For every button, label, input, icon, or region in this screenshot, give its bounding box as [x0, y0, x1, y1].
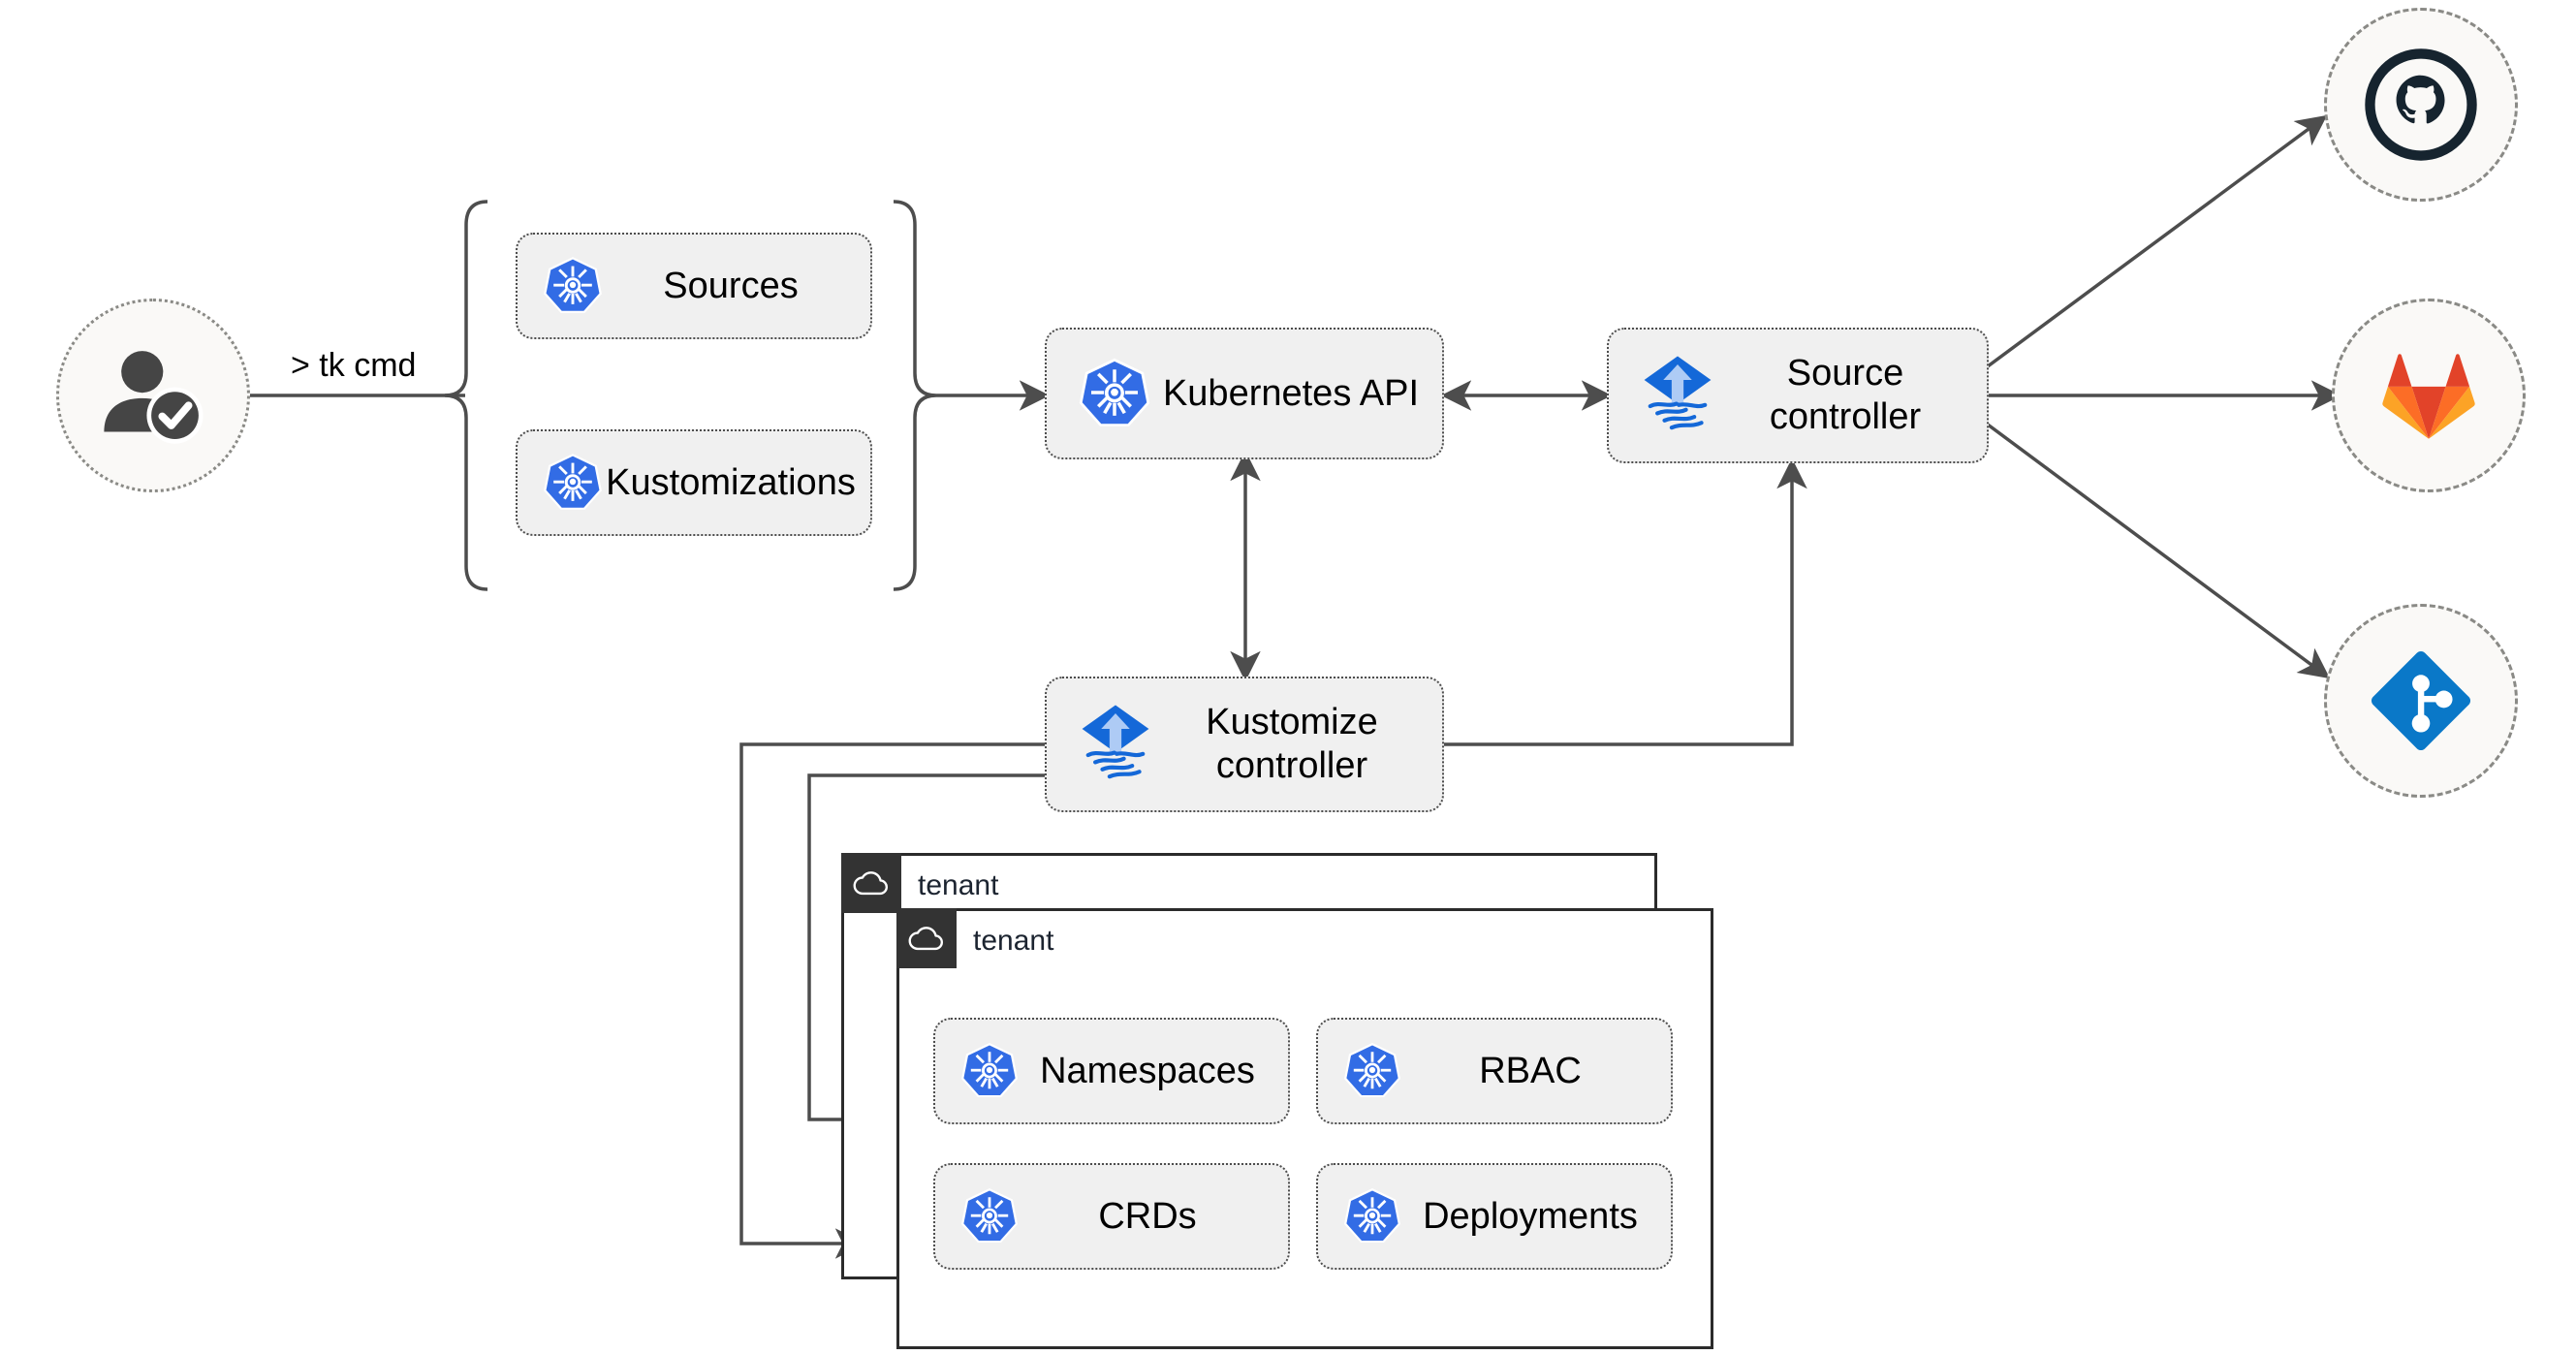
tenant-resource-label: Deployments	[1423, 1195, 1638, 1237]
kubernetes-icon	[1076, 355, 1153, 432]
gitlab-icon	[2382, 354, 2475, 439]
brace-left	[444, 200, 488, 591]
git-provider-gitlab[interactable]	[2332, 299, 2526, 492]
edge-source-to-github	[1986, 114, 2328, 368]
azure-repos-git-icon	[2371, 650, 2471, 751]
kubernetes-icon	[1341, 1040, 1403, 1102]
kubernetes-icon	[958, 1185, 1021, 1247]
tenant-resource-crds[interactable]: CRDs	[933, 1163, 1290, 1270]
kustomize-controller-label: Kustomize controller	[1206, 702, 1378, 786]
github-icon	[2365, 48, 2477, 161]
git-provider-github[interactable]	[2324, 8, 2518, 202]
tenant-title: tenant	[973, 925, 1054, 957]
kubernetes-icon	[958, 1040, 1021, 1102]
tenant-resource-rbac[interactable]: RBAC	[1316, 1018, 1673, 1124]
cloud-icon	[841, 853, 901, 913]
tenant-resource-label: RBAC	[1479, 1050, 1582, 1091]
resource-box-kustomizations[interactable]: Kustomizations	[516, 429, 872, 536]
tenant-resource-deployments[interactable]: Deployments	[1316, 1163, 1673, 1270]
flux-icon	[1076, 703, 1155, 786]
kubernetes-icon	[1341, 1185, 1403, 1247]
kubernetes-icon	[541, 254, 605, 318]
resource-label: Kustomizations	[606, 461, 856, 503]
tenant-resource-label: CRDs	[1098, 1195, 1197, 1237]
kubernetes-icon	[541, 451, 605, 515]
edge-kustomize-to-source-controller	[1444, 457, 1807, 746]
brace-right	[893, 200, 937, 591]
tenant-resource-label: Namespaces	[1040, 1050, 1255, 1091]
source-controller-label: Source controller	[1769, 353, 1922, 437]
tenant-title: tenant	[918, 869, 999, 901]
kubernetes-api-label: Kubernetes API	[1162, 372, 1420, 414]
tenant-window-2: tenant	[896, 908, 1713, 1349]
edge-kustomize-to-tenant-1	[739, 742, 1045, 1259]
tk-command-label: > tk cmd	[291, 347, 417, 384]
flux-icon	[1638, 354, 1717, 437]
tenant-resource-namespaces[interactable]: Namespaces	[933, 1018, 1290, 1124]
cloud-icon	[896, 908, 957, 968]
user-check-icon	[104, 351, 204, 444]
edge-source-to-azure	[1986, 423, 2331, 679]
kustomize-controller-node[interactable]: Kustomize controller	[1045, 677, 1444, 812]
git-provider-azure-repos[interactable]	[2324, 604, 2518, 798]
user-node	[56, 299, 250, 492]
resource-box-sources[interactable]: Sources	[516, 233, 872, 339]
resource-label: Sources	[663, 265, 799, 306]
source-controller-node[interactable]: Source controller	[1607, 328, 1989, 463]
kubernetes-api-node[interactable]: Kubernetes API	[1045, 328, 1444, 459]
